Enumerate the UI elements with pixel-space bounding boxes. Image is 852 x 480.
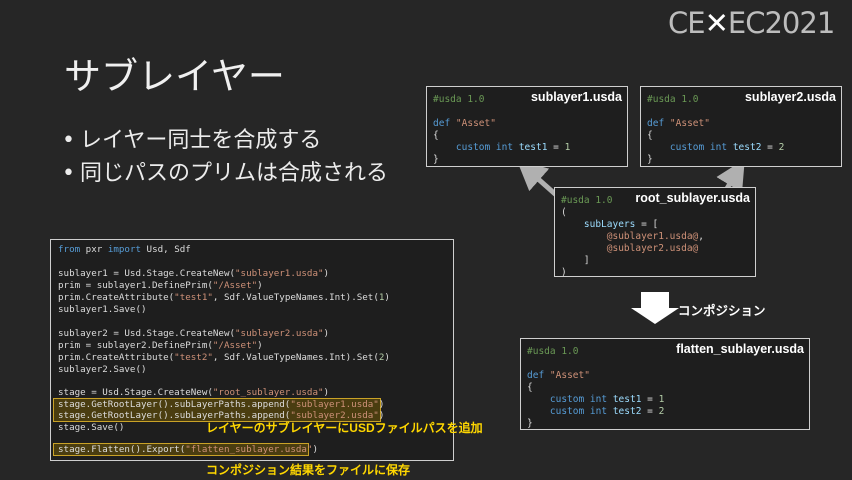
root-sublayer-box: root_sublayer.usda #usda 1.0 ( subLayers… [554,187,756,278]
highlight-sublayer-paths [53,398,381,422]
bullet-list: •レイヤー同士を合成する •同じパスのプリムは合成される [62,124,388,190]
logo-prefix: CE [668,6,706,40]
code-line: from pxr import Usd, Sdf [58,244,191,255]
root-sublayer-filename: root_sublayer.usda [635,191,750,205]
code-line: prim = sublayer2.DefinePrim("/Asset") [58,340,263,351]
code-line: stage.GetRootLayer().subLayerPaths.appen… [58,410,385,421]
code-line: sublayer2 = Usd.Stage.CreateNew("sublaye… [58,328,330,339]
python-code-box: from pxr import Usd, Sdf sublayer1 = Usd… [50,239,454,461]
code-line: stage.Save() [58,422,125,433]
composition-label: コンポジション [678,304,766,318]
highlight-flatten [53,443,309,456]
down-arrow-icon [631,292,679,324]
code-line: sublayer1.Save() [58,304,147,315]
sublayer1-filename: sublayer1.usda [530,90,622,104]
root-sublayer-code: #usda 1.0 ( subLayers = [ @sublayer1.usd… [561,195,705,278]
code-line: sublayer1 = Usd.Stage.CreateNew("sublaye… [58,268,330,279]
code-line: prim = sublayer1.DefinePrim("/Asset") [58,280,263,291]
code-line: stage = Usd.Stage.CreateNew("root_sublay… [58,387,330,398]
flatten-box: flatten_sublayer.usda #usda 1.0 def "Ass… [520,338,810,430]
cedec-logo: CE✕EC2021 [668,6,835,40]
code-line: prim.CreateAttribute("test2", Sdf.ValueT… [58,352,390,363]
flatten-filename: flatten_sublayer.usda [676,342,804,356]
bullet-item: •レイヤー同士を合成する [62,128,322,153]
slide-title: サブレイヤー [64,55,285,98]
code-line: sublayer2.Save() [58,364,147,375]
sublayer1-code: #usda 1.0 def "Asset" { custom int test1… [433,94,571,165]
sublayer1-box: sublayer1.usda #usda 1.0 def "Asset" { c… [426,86,628,167]
note-flatten: コンポジション結果をファイルに保存 [206,463,411,477]
code-line: prim.CreateAttribute("test1", Sdf.ValueT… [58,292,390,303]
sublayer2-code: #usda 1.0 def "Asset" { custom int test2… [647,94,785,165]
logo-suffix: EC2021 [727,6,835,40]
note-sublayer-paths: レイヤーのサブレイヤーにUSDファイルパスを追加 [206,421,483,435]
logo-mark: ✕ [704,6,729,40]
bullet-item: •同じパスのプリムは合成される [62,161,389,186]
sublayer2-box: sublayer2.usda #usda 1.0 def "Asset" { c… [640,86,842,167]
code-line: stage.GetRootLayer().subLayerPaths.appen… [58,399,385,410]
flatten-code: #usda 1.0 def "Asset" { custom int test1… [527,346,665,429]
sublayer2-filename: sublayer2.usda [744,90,836,104]
code-line: stage.Flatten().Export("flatten_sublayer… [58,444,319,455]
